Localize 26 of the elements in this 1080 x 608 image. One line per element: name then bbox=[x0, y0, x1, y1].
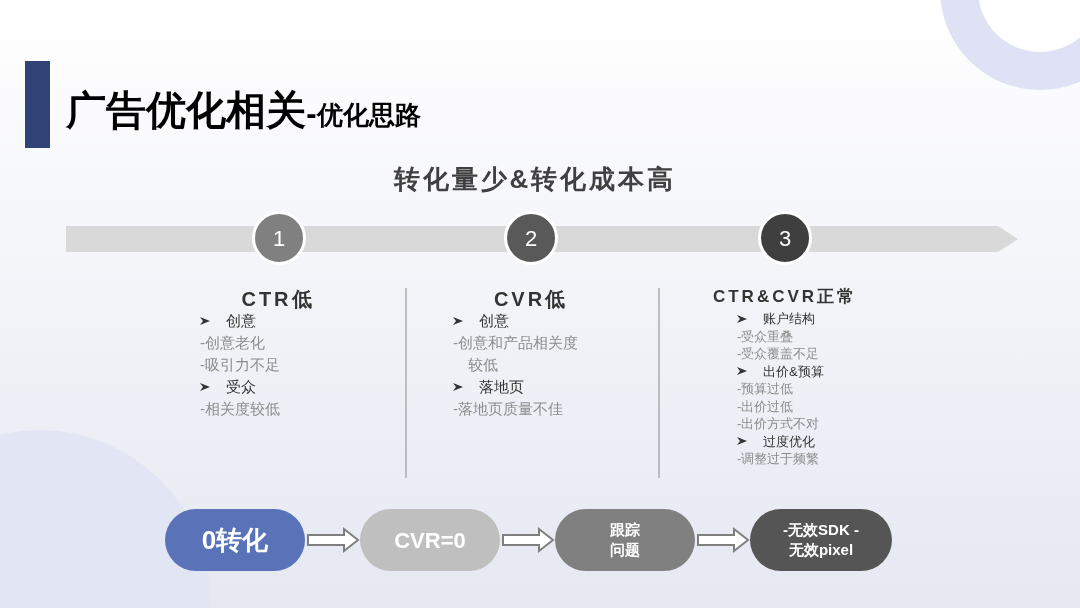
bullet-item: 受众 bbox=[200, 376, 360, 398]
column-heading: CVR低 bbox=[492, 287, 570, 312]
sub-item: -创意和产品相关度较低 bbox=[453, 333, 579, 375]
sub-item: -创意老化 bbox=[200, 333, 266, 353]
sub-item: -相关度较低 bbox=[200, 399, 281, 419]
sub-item: -受众覆盖不足 bbox=[737, 345, 821, 363]
bullet-item: 过度优化 bbox=[737, 432, 877, 450]
hollow-arrow bbox=[697, 526, 750, 554]
title: 广告优化相关-优化思路 bbox=[66, 86, 421, 135]
column-heading: CTR低 bbox=[240, 287, 316, 312]
bullet-item: 创意 bbox=[453, 310, 613, 332]
sub-item: -调整过于频繁 bbox=[737, 450, 821, 468]
subtitle: 转化量少&转化成本高 bbox=[392, 163, 678, 196]
hollow-arrow bbox=[307, 526, 360, 554]
sub-item: -出价过低 bbox=[737, 397, 795, 415]
bullet-item: 创意 bbox=[200, 310, 360, 332]
hollow-arrow bbox=[502, 526, 555, 554]
sub-item: -预算过低 bbox=[737, 380, 795, 398]
bullet-item: 出价&预算 bbox=[737, 362, 877, 380]
bullet-item: 落地页 bbox=[453, 376, 613, 398]
sub-item: -受众重叠 bbox=[737, 327, 795, 345]
sub-item: -落地页质量不佳 bbox=[453, 399, 564, 419]
column-heading: CTR&CVR正常 bbox=[711, 286, 859, 308]
bullet-item: 账户结构 bbox=[737, 310, 877, 328]
sub-item: -出价方式不对 bbox=[737, 415, 821, 433]
sub-item: -吸引力不足 bbox=[200, 355, 281, 375]
